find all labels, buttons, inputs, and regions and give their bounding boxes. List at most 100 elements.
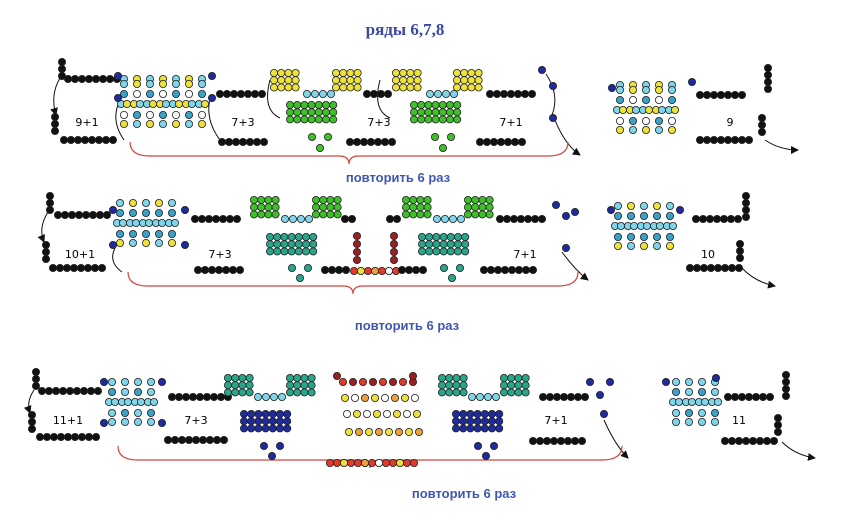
bead bbox=[332, 458, 341, 467]
bead bbox=[467, 76, 476, 85]
bead bbox=[293, 101, 302, 110]
thread-line bbox=[208, 97, 221, 141]
bead bbox=[280, 232, 289, 241]
bead bbox=[552, 200, 561, 209]
bead bbox=[109, 135, 118, 144]
bead bbox=[238, 381, 247, 390]
bead bbox=[249, 203, 258, 212]
bead bbox=[58, 58, 67, 67]
bead bbox=[553, 392, 562, 401]
bead bbox=[367, 458, 376, 467]
bead bbox=[145, 120, 154, 129]
row7-count-label: 7+1 bbox=[513, 248, 536, 261]
bead bbox=[738, 91, 747, 100]
bead bbox=[698, 387, 707, 396]
bead bbox=[215, 90, 224, 99]
bead bbox=[277, 69, 286, 78]
bead bbox=[287, 232, 296, 241]
bead bbox=[141, 238, 150, 247]
bead bbox=[480, 417, 489, 426]
bead bbox=[348, 377, 357, 386]
bead bbox=[487, 409, 496, 418]
bead bbox=[293, 388, 302, 397]
bead bbox=[425, 240, 434, 249]
bead bbox=[473, 417, 482, 426]
bead bbox=[710, 135, 719, 144]
bead bbox=[49, 263, 58, 272]
bead bbox=[342, 409, 351, 418]
bead bbox=[121, 387, 130, 396]
bead bbox=[451, 417, 460, 426]
bead bbox=[145, 80, 154, 89]
bead bbox=[311, 210, 320, 219]
bead bbox=[321, 108, 330, 117]
bead bbox=[32, 381, 41, 390]
bead bbox=[656, 221, 665, 230]
bead bbox=[413, 83, 422, 92]
bead bbox=[445, 108, 454, 117]
bead bbox=[424, 101, 433, 110]
bead bbox=[515, 265, 524, 274]
bead bbox=[720, 214, 729, 223]
bead bbox=[439, 232, 448, 241]
bead bbox=[710, 91, 719, 100]
bead bbox=[724, 135, 733, 144]
bead bbox=[80, 386, 89, 395]
bead bbox=[480, 409, 489, 418]
bead bbox=[198, 435, 207, 444]
bead bbox=[431, 115, 440, 124]
bead bbox=[319, 210, 328, 219]
bead bbox=[518, 137, 527, 146]
bead bbox=[283, 417, 292, 426]
bead bbox=[496, 137, 505, 146]
bead bbox=[74, 135, 83, 144]
bead bbox=[64, 75, 73, 84]
bead bbox=[742, 191, 751, 200]
bead bbox=[467, 83, 476, 92]
bead bbox=[329, 115, 338, 124]
bead bbox=[98, 263, 107, 272]
bead bbox=[506, 90, 515, 99]
bead bbox=[109, 205, 118, 214]
thread-line bbox=[603, 419, 629, 459]
bead bbox=[245, 137, 254, 146]
bead bbox=[158, 90, 167, 99]
bead bbox=[346, 83, 355, 92]
bead bbox=[742, 212, 751, 221]
bead bbox=[578, 436, 587, 445]
repeat-brace bbox=[127, 271, 579, 295]
bead bbox=[655, 117, 664, 126]
row6-count-label: 7+1 bbox=[499, 116, 522, 129]
bead bbox=[493, 265, 502, 274]
bead bbox=[742, 198, 751, 207]
bead bbox=[265, 247, 274, 256]
bead bbox=[315, 143, 324, 152]
bead bbox=[640, 232, 649, 241]
row6-repeat-label: повторить 6 раз bbox=[346, 170, 451, 185]
bead bbox=[507, 265, 516, 274]
bead bbox=[38, 386, 47, 395]
bead bbox=[307, 388, 316, 397]
row8-repeat-label: повторить 6 раз bbox=[412, 486, 517, 501]
bead bbox=[222, 90, 231, 99]
bead bbox=[326, 195, 335, 204]
bead bbox=[354, 427, 363, 436]
row8-count-label: 11+1 bbox=[53, 414, 83, 427]
bead bbox=[77, 263, 86, 272]
bead bbox=[514, 388, 523, 397]
bead bbox=[294, 240, 303, 249]
bead bbox=[438, 101, 447, 110]
bead bbox=[275, 441, 284, 450]
bead bbox=[425, 90, 434, 99]
bead bbox=[191, 435, 200, 444]
bead bbox=[51, 127, 60, 136]
bead bbox=[267, 451, 276, 460]
bead bbox=[402, 409, 411, 418]
bead bbox=[56, 263, 65, 272]
bead bbox=[132, 111, 141, 120]
bead bbox=[359, 137, 368, 146]
bead bbox=[360, 393, 369, 402]
bead bbox=[167, 238, 176, 247]
bead bbox=[116, 208, 125, 217]
bead bbox=[560, 392, 569, 401]
